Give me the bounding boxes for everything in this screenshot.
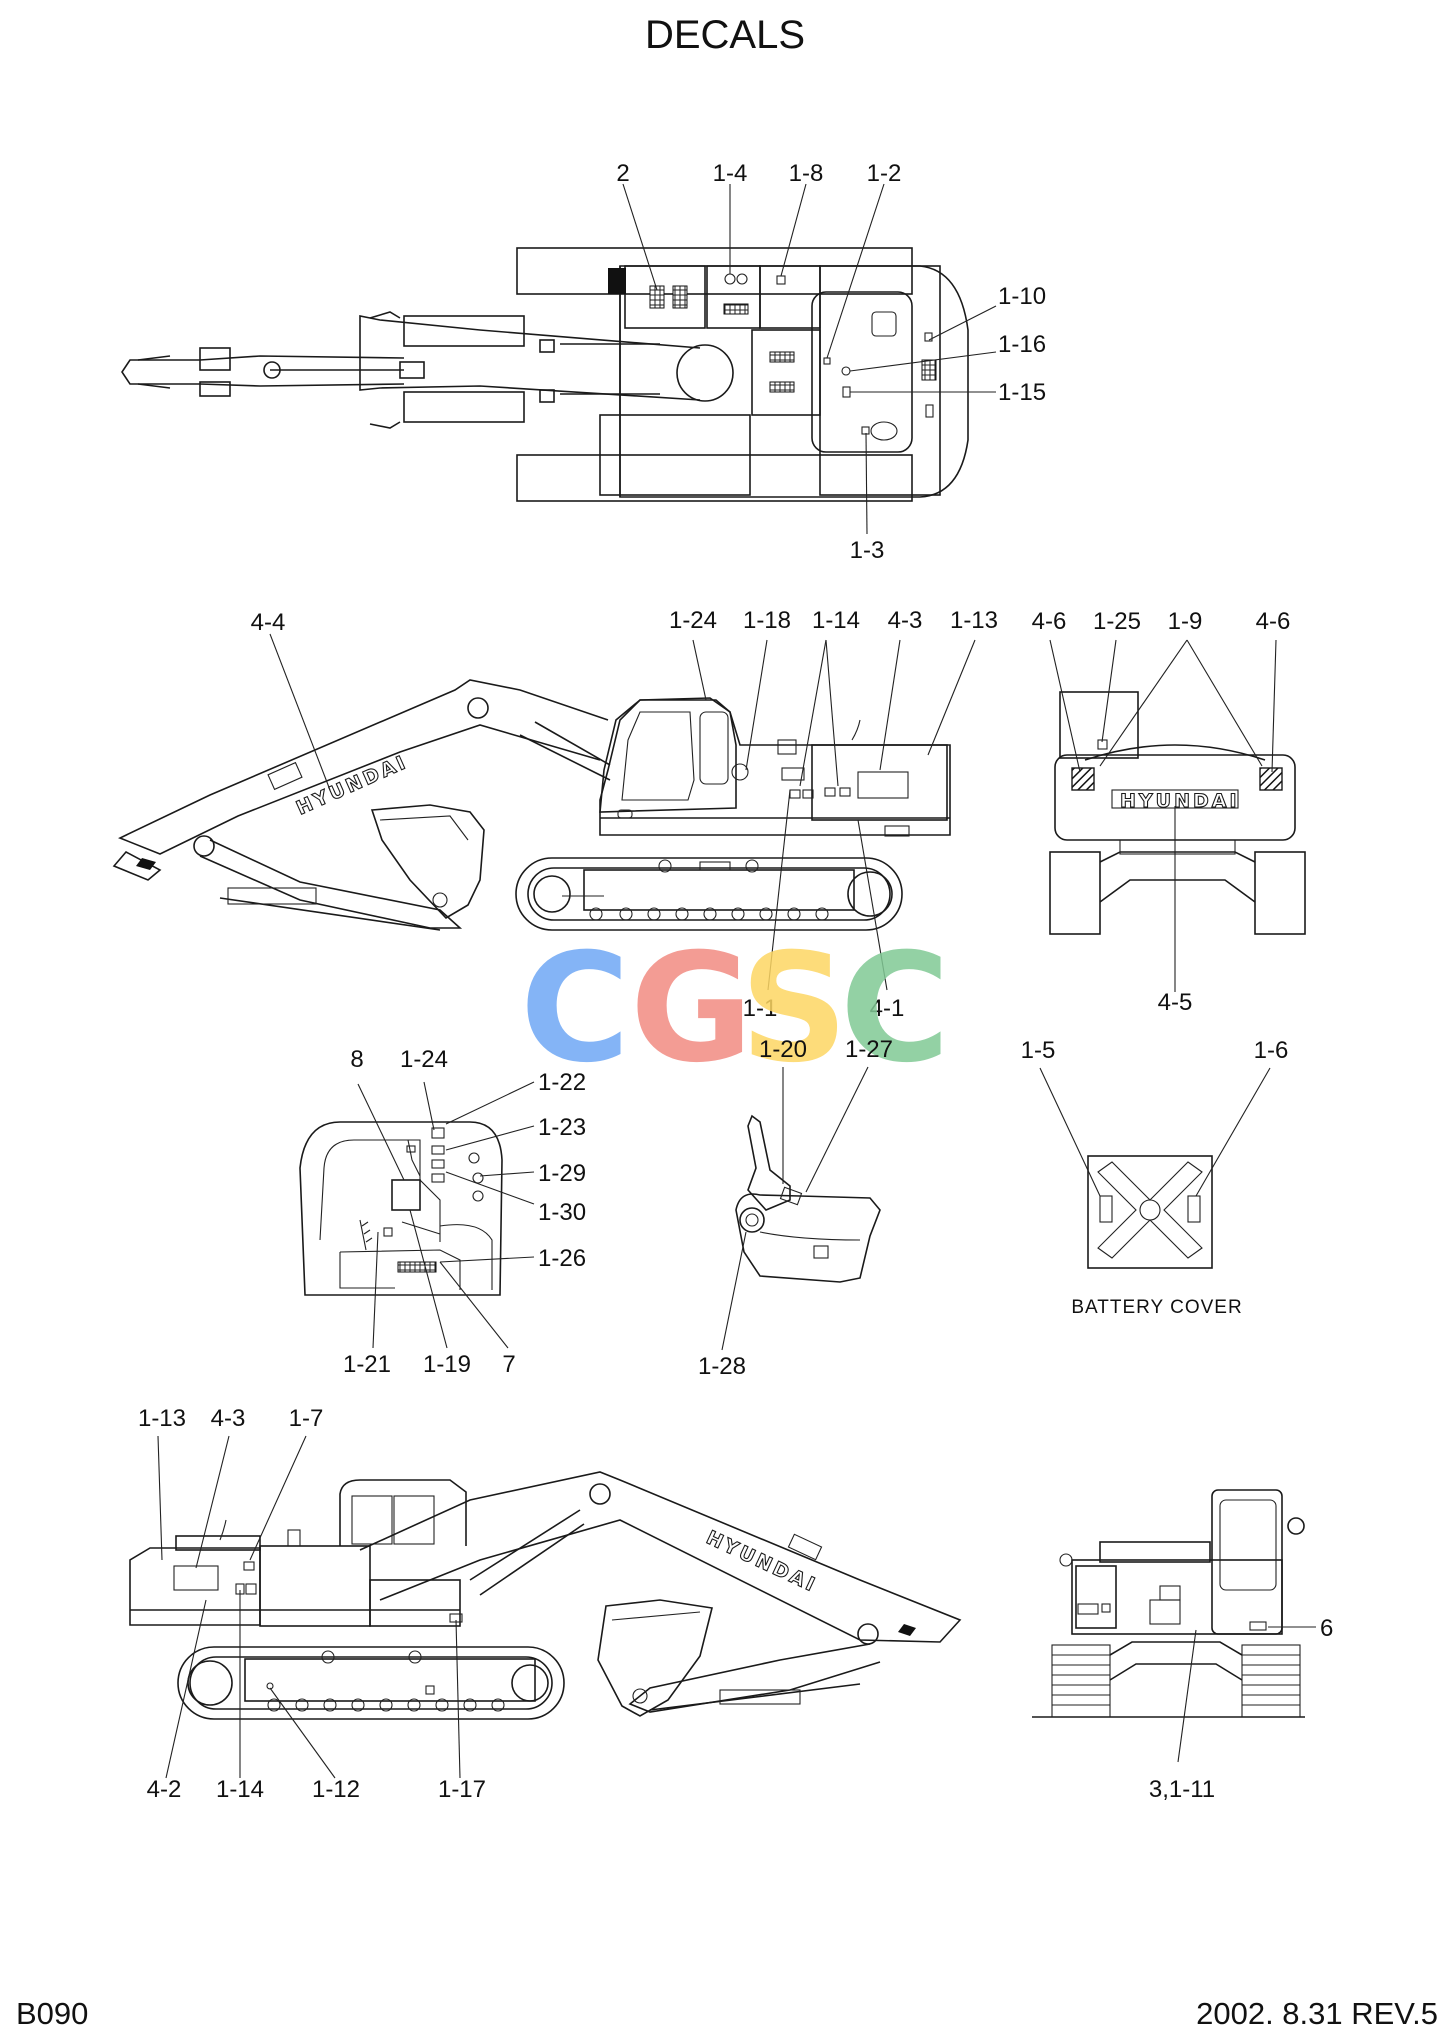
callout-label: 1-16 [998, 331, 1046, 358]
callout-label: 1-12 [312, 1776, 360, 1803]
footer-right-revision: 2002. 8.31 REV.5 [1196, 1996, 1438, 2031]
callout-label: 1-30 [538, 1199, 586, 1226]
callout-label: 4-1 [870, 995, 905, 1022]
callout-label: 1-6 [1254, 1037, 1289, 1064]
watermark-letter: C [520, 922, 630, 1096]
callout-label: 1-10 [998, 283, 1046, 310]
rear-view: HYUNDAI 4-6 1-25 1-9 4-6 4-5 [1032, 608, 1306, 1016]
callout-label: 4-2 [147, 1776, 182, 1803]
callout-label: 1-29 [538, 1160, 586, 1187]
callout-label: 4-4 [251, 609, 286, 636]
callout-label: 1-13 [138, 1405, 186, 1432]
callout-label: 4-3 [888, 607, 923, 634]
callout-label: 8 [350, 1046, 363, 1073]
callout-label: 7 [502, 1351, 515, 1378]
callout-label: 4-3 [211, 1405, 246, 1432]
callout-label: 1-24 [400, 1046, 448, 1073]
boom-brand-text: HYUNDAI [293, 751, 411, 820]
callout-label: 1-17 [438, 1776, 486, 1803]
callout-label: 4-6 [1032, 608, 1067, 635]
callout-label: 3,1-11 [1149, 1776, 1215, 1803]
watermark-letter: S [740, 922, 848, 1096]
callout-label: 1-2 [867, 160, 902, 187]
battery-cover-view: 1-5 1-6 BATTERY COVER [1021, 1037, 1289, 1318]
callout-label: 1-18 [743, 607, 791, 634]
callout-label: 1-8 [789, 160, 824, 187]
callout-label: 1-27 [845, 1036, 893, 1063]
footer-left-code: B090 [16, 1996, 88, 2031]
callout-label: 4-6 [1256, 608, 1291, 635]
callout-label: 1-23 [538, 1114, 586, 1141]
watermark: C G S C [520, 922, 950, 1096]
callout-label: 1-21 [343, 1351, 391, 1378]
callout-label: 1-7 [289, 1405, 324, 1432]
callout-label: 1-4 [713, 160, 748, 187]
callout-label: 1-19 [423, 1351, 471, 1378]
watermark-letter: G [630, 922, 753, 1096]
callout-label: 1-28 [698, 1353, 746, 1380]
callout-label: 1-22 [538, 1069, 586, 1096]
callout-label: 1-3 [850, 537, 885, 564]
callout-label: 1-26 [538, 1245, 586, 1272]
callout-label: 1-24 [669, 607, 717, 634]
top-view: 2 1-4 1-8 1-2 1-10 1-16 1-15 1-3 [121, 160, 1046, 564]
callout-label: 2 [616, 160, 629, 187]
battery-cover-caption: BATTERY COVER [1071, 1297, 1242, 1318]
joystick-view: 1-20 1-27 1-28 [698, 1036, 893, 1380]
callout-label: 1-15 [998, 379, 1046, 406]
watermark-letter: C [840, 922, 950, 1096]
callout-label: 1-13 [950, 607, 998, 634]
callout-label: 6 [1320, 1615, 1333, 1642]
callout-label: 1-25 [1093, 608, 1141, 635]
front-view: 6 3,1-11 [1032, 1489, 1333, 1803]
callout-label: 4-5 [1158, 989, 1193, 1016]
callout-label: 1-14 [812, 607, 860, 634]
callout-label: 1-14 [216, 1776, 264, 1803]
cab-interior-view: 8 1-24 1-22 1-23 1-29 1-30 1-26 1-21 1-1… [299, 1046, 586, 1378]
callout-label: 1-9 [1168, 608, 1203, 635]
callout-label: 1-20 [759, 1036, 807, 1063]
right-side-view: HYUNDAI 1-13 4-3 1-7 4-2 1-14 1-12 1-17 [129, 1405, 962, 1803]
page-title: DECALS [645, 13, 805, 57]
right-boom-brand-text: HYUNDAI [703, 1527, 821, 1597]
callout-label: 1-1 [743, 995, 778, 1022]
callout-label: 1-5 [1021, 1037, 1056, 1064]
rear-brand-text: HYUNDAI [1120, 790, 1240, 812]
